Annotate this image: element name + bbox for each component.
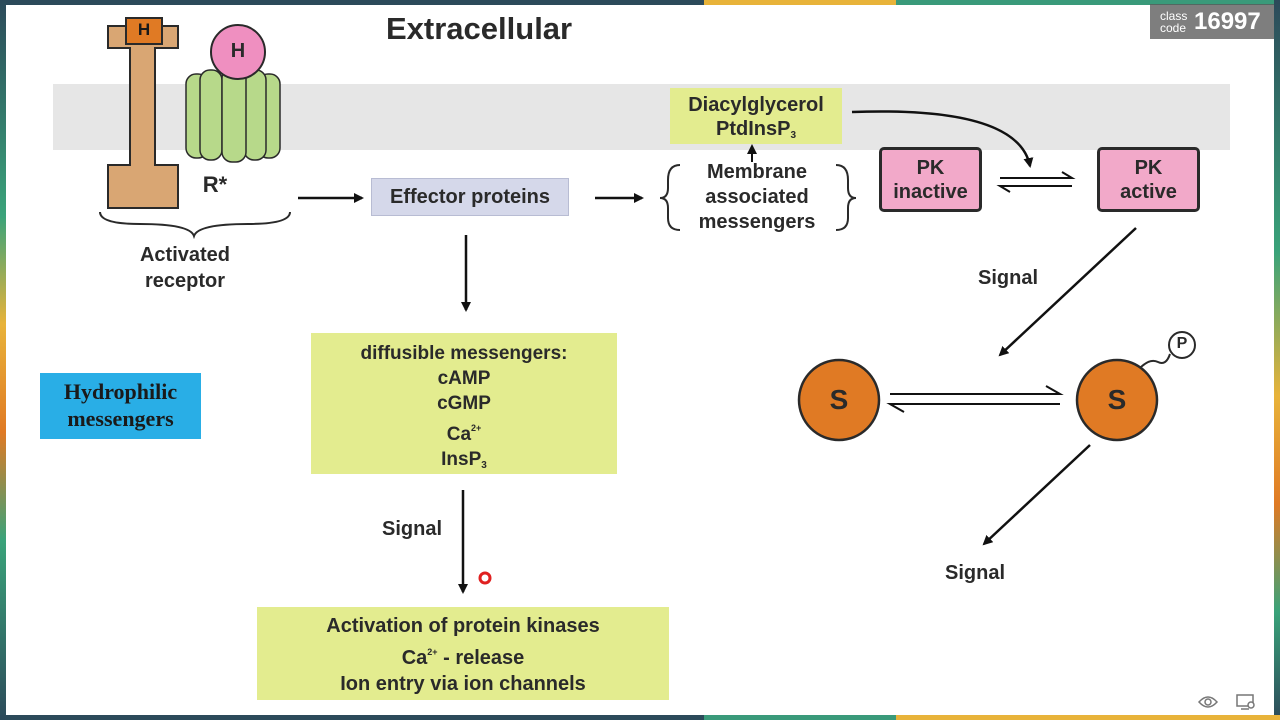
substrate-left-label: S: [829, 384, 849, 415]
hydrophilic-messengers-box: Hydrophilic messengers: [40, 373, 201, 439]
pk-inactive-box: PK inactive: [879, 147, 982, 212]
activation-line2: Ca2+ - release: [401, 647, 525, 669]
pk-inactive-line2: inactive: [893, 180, 968, 203]
cell-membrane: [53, 84, 1230, 150]
activated-receptor-line1: Activated: [139, 244, 231, 266]
frame-bottom-stripe: [0, 715, 1280, 720]
dag-line1: Diacylglycerol: [688, 94, 824, 116]
diffusible-cgmp: cGMP: [437, 393, 491, 414]
effector-proteins-box: Effector proteins: [371, 178, 569, 216]
membrane-messengers-label: Membrane associated messengers: [672, 160, 842, 235]
frame-right-stripe: [1274, 0, 1280, 720]
phosphate-label: P: [1176, 335, 1188, 352]
screen-settings-icon[interactable]: [1226, 688, 1266, 716]
frame-top-stripe: [0, 0, 1280, 5]
class-code-caption: class code: [1160, 8, 1188, 35]
frame-left-stripe: [0, 0, 6, 720]
diffusible-insp3: InsP3: [441, 449, 487, 471]
pk-active-line2: active: [1120, 180, 1177, 203]
diffusible-messengers-box: diffusible messengers: cAMP cGMP Ca2+ In…: [311, 333, 617, 474]
extracellular-title: Extracellular: [386, 11, 573, 46]
signal-label-top-right: Signal: [977, 267, 1038, 289]
membrane-line3: messengers: [698, 211, 816, 233]
receptor-label: R*: [202, 172, 228, 197]
activation-box: Activation of protein kinases Ca2+ - rel…: [257, 607, 669, 700]
membrane-line2: associated: [705, 186, 809, 208]
pk-active-box: PK active: [1097, 147, 1200, 212]
diffusible-title: diffusible messengers:: [360, 343, 568, 364]
substrate-right-label: S: [1107, 384, 1127, 415]
diffusible-ca: Ca2+: [446, 423, 482, 445]
pk-inactive-line1: PK: [916, 156, 945, 179]
class-code-value: 16997: [1194, 7, 1261, 35]
hydrophilic-line1: Hydrophilic: [63, 379, 178, 404]
channel-hormone-label: H: [230, 40, 246, 62]
receptor-hormone-label: H: [137, 20, 151, 39]
activation-line3: Ion entry via ion channels: [340, 673, 586, 695]
eye-icon[interactable]: [1188, 688, 1228, 716]
pk-active-line1: PK: [1134, 156, 1163, 179]
dag-line2: PtdInsP3: [715, 118, 796, 141]
diffusible-camp: cAMP: [437, 368, 491, 389]
class-code-badge: class code 16997: [1150, 4, 1274, 39]
diacylglycerol-box: Diacylglycerol PtdInsP3: [670, 88, 842, 144]
signal-label-bottom-right: Signal: [944, 562, 1005, 584]
activated-receptor-line2: receptor: [144, 270, 226, 292]
activation-line1: Activation of protein kinases: [326, 615, 600, 637]
hydrophilic-line2: messengers: [67, 406, 174, 431]
membrane-line1: Membrane: [706, 161, 808, 183]
signal-label-middle: Signal: [381, 518, 442, 540]
activated-receptor-label: Activated receptor: [110, 242, 260, 294]
